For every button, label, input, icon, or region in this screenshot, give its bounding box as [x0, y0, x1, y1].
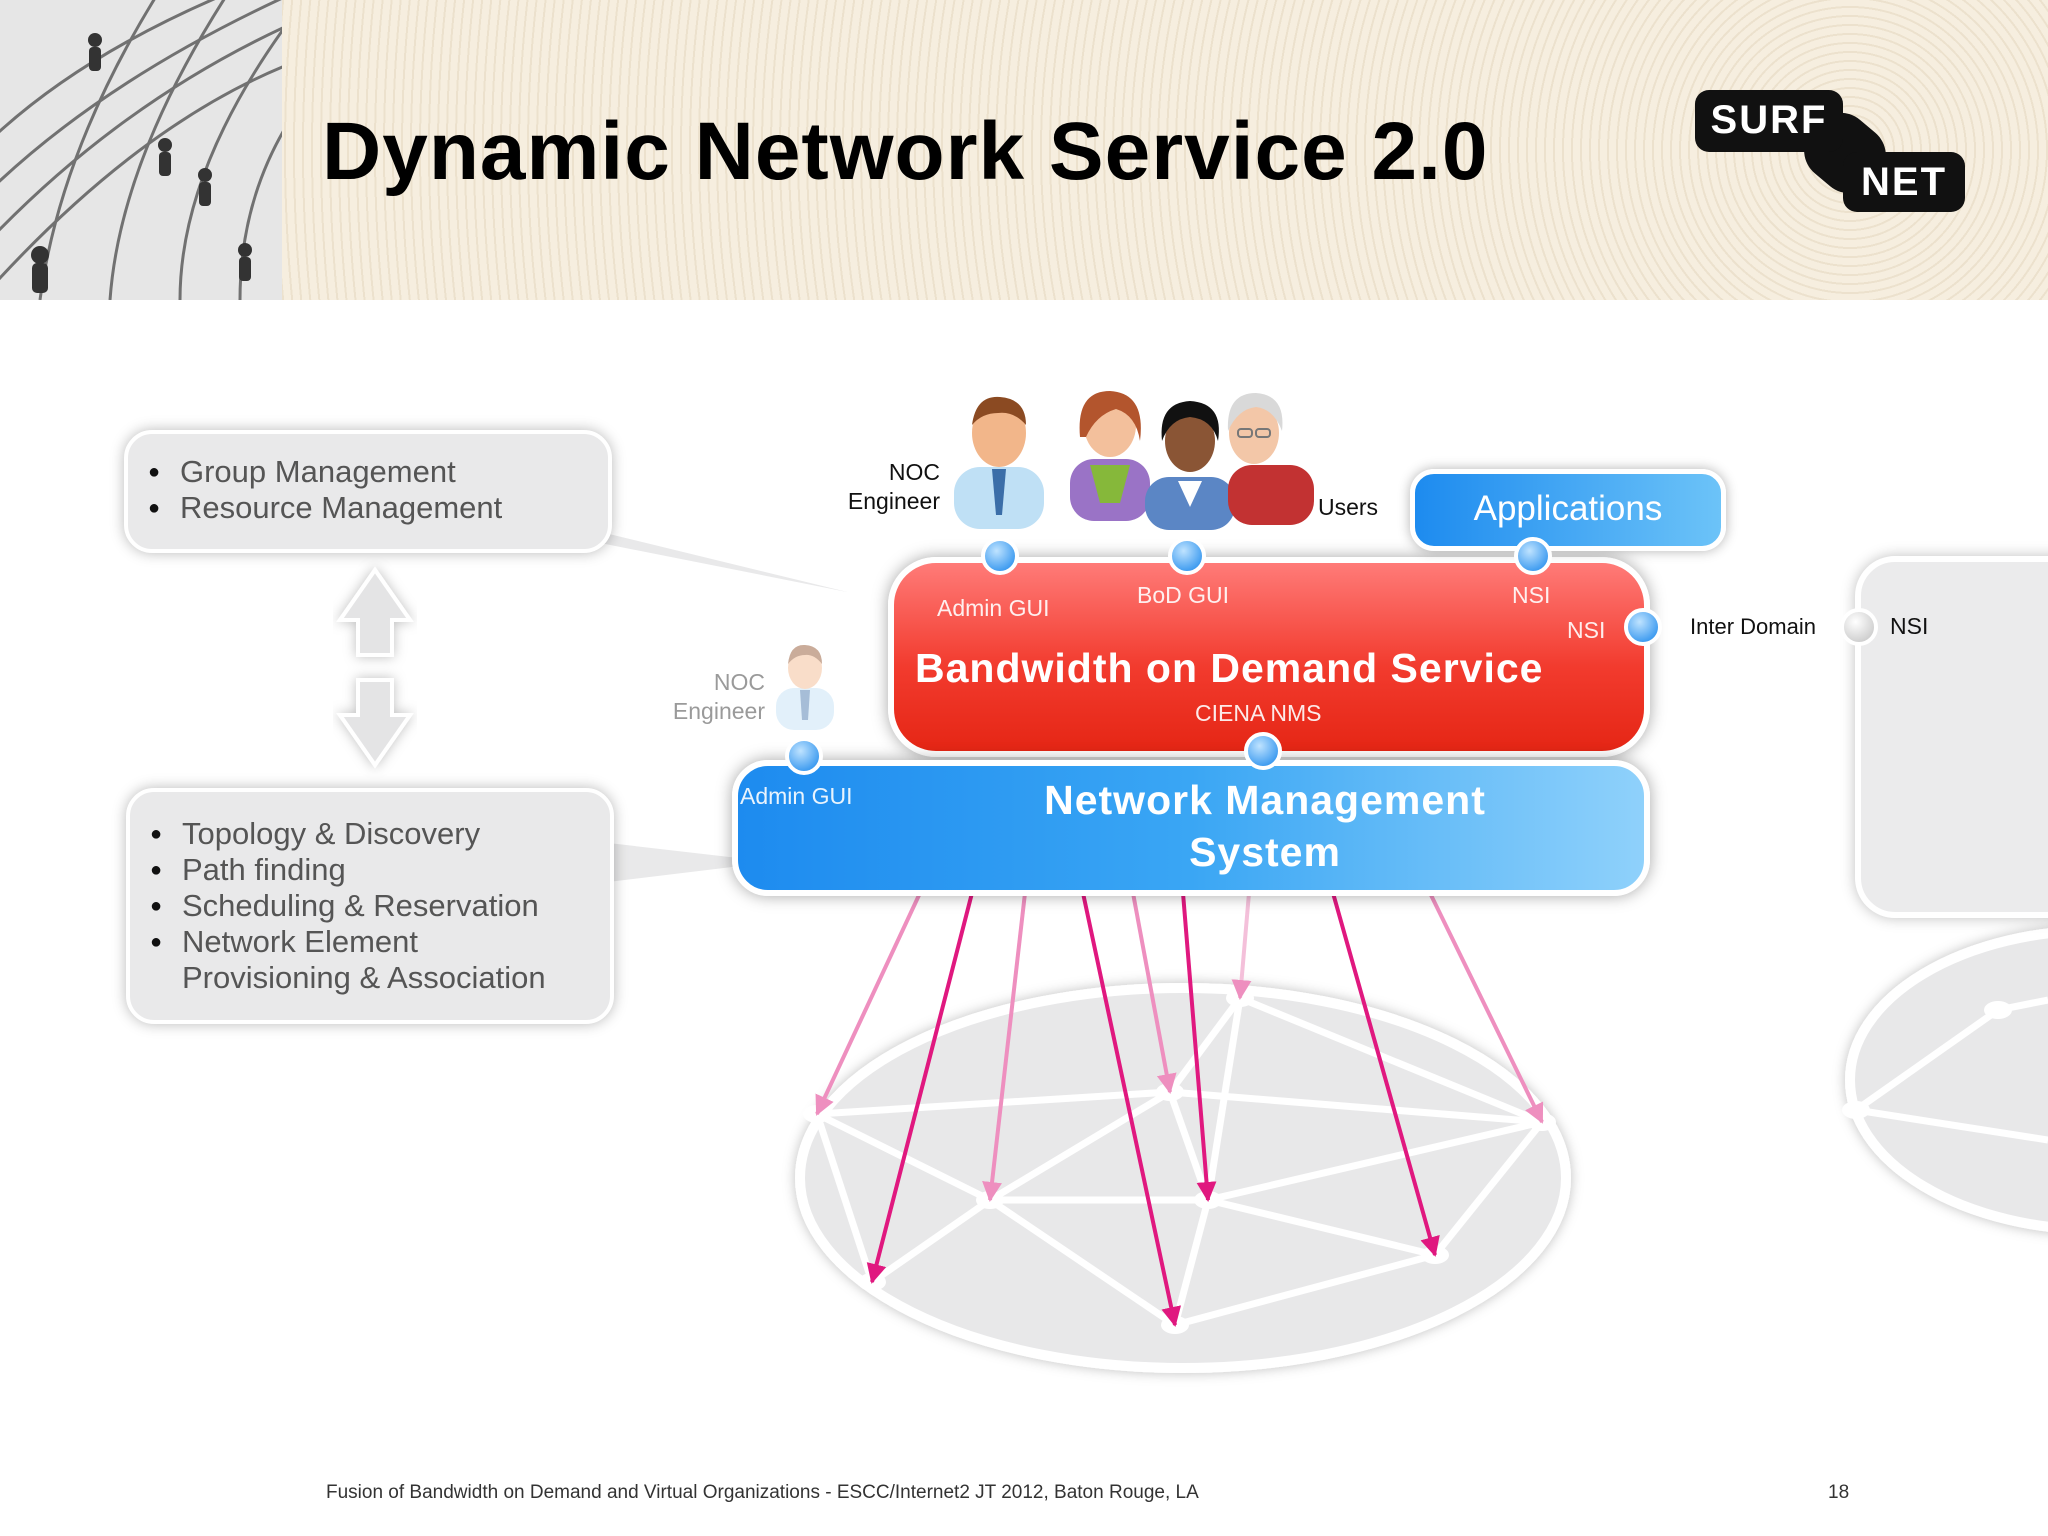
callout-item: Path finding	[150, 852, 610, 888]
ciena-nms-label: CIENA NMS	[1195, 700, 1322, 726]
callout-item: Resource Management	[148, 490, 608, 526]
noc-engineer-icon	[954, 396, 1044, 529]
callout-management: Group Management Resource Management	[124, 430, 612, 553]
bod-gui-label: BoD GUI	[1137, 582, 1230, 608]
callout-item: Scheduling & Reservation	[150, 888, 610, 924]
users-label: Users	[1318, 494, 1379, 520]
slide-title: Dynamic Network Service 2.0	[322, 106, 1489, 197]
callout-item-continuation: Provisioning & Association	[182, 960, 546, 995]
network-links	[813, 994, 1545, 1329]
callout-item: Topology & Discovery	[150, 816, 610, 852]
header-photo	[0, 0, 282, 300]
noc-engineer-side-icon	[776, 644, 834, 730]
remote-nsi-label: NSI	[1890, 613, 1929, 639]
callout-nms-functions: Topology & Discovery Path finding Schedu…	[126, 788, 614, 1024]
bod-service-title: Bandwidth on Demand Service	[915, 645, 1544, 691]
connector-ciena-nms	[1244, 732, 1282, 770]
bod-admin-gui-label: Admin GUI	[937, 595, 1050, 621]
nms-admin-gui-label: Admin GUI	[740, 783, 853, 809]
bod-service-box	[888, 557, 1650, 757]
page-number: 18	[1828, 1482, 1850, 1503]
user-woman-icon	[1070, 391, 1150, 521]
user-elderly-icon	[1227, 393, 1314, 525]
remote-domain-box	[1855, 556, 2048, 918]
connector-nsi-applications	[1514, 537, 1552, 575]
updown-arrow	[336, 566, 414, 769]
provisioning-arrows	[815, 892, 1544, 1327]
callout-item: Group Management	[148, 454, 608, 490]
bod-nsi-top-label: NSI	[1512, 582, 1551, 608]
slide-footer: Fusion of Bandwidth on Demand and Virtua…	[326, 1482, 1199, 1503]
people-group	[954, 391, 1314, 530]
connector-remote-nsi	[1840, 608, 1878, 646]
applications-box: Applications	[1410, 469, 1726, 551]
noc-engineer-side-label: NOC Engineer	[672, 669, 765, 724]
surfnet-logo-surf: SURF	[1695, 90, 1843, 152]
noc-engineer-top-label: NOC Engineer	[847, 459, 940, 514]
nms-box	[732, 760, 1650, 896]
user-woman-dark-icon	[1145, 401, 1235, 530]
connector-bod-gui	[1168, 537, 1206, 575]
callout-item: Network Element	[150, 924, 610, 960]
inter-domain-hexagon: Inter Domain	[1676, 588, 1830, 666]
nms-title-line1: Network Management	[1044, 777, 1486, 823]
bod-nsi-right-label: NSI	[1567, 617, 1606, 643]
connector-nsi-interdomain	[1624, 608, 1662, 646]
surfnet-logo-net: NET	[1843, 152, 1965, 212]
connector-noc-admin-gui	[981, 537, 1019, 575]
connector-nms-admin-gui	[785, 737, 823, 775]
nms-title-line2: System	[1189, 829, 1341, 875]
nms-title: Network Management System	[1020, 774, 1510, 878]
